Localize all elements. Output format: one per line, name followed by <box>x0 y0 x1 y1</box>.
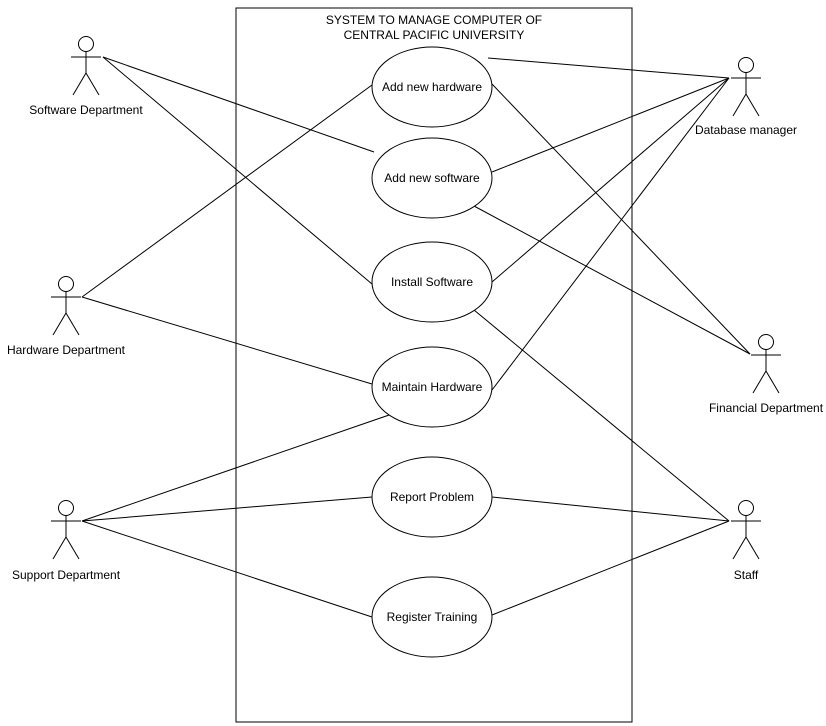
use-case-uc2[interactable]: Add new software <box>371 137 493 219</box>
association-line-a_db-uc1 <box>487 57 730 79</box>
actor-label: Database manager <box>695 123 797 137</box>
association-line-a_sw-uc3 <box>102 56 373 285</box>
association-line-a_fin-uc2 <box>473 205 751 355</box>
association-line-a_fin-uc1 <box>491 83 751 355</box>
stick-figure-icon <box>51 276 81 336</box>
actor-label: Support Department <box>12 568 121 582</box>
association-line-a_staff-uc5 <box>491 496 730 522</box>
use-case-uc3[interactable]: Install Software <box>371 241 493 323</box>
use-case-ellipse <box>371 46 493 128</box>
use-case-uc5[interactable]: Report Problem <box>371 456 493 538</box>
association-line-a_db-uc4 <box>491 77 730 391</box>
actor-support-department[interactable]: Support Department <box>12 500 121 583</box>
association-line-a_sup-uc5 <box>81 496 373 522</box>
stick-figure-icon <box>731 57 761 117</box>
actor-software-department[interactable]: Software Department <box>29 36 143 118</box>
stick-figure-icon <box>751 334 781 394</box>
actor-staff[interactable]: Staff <box>731 500 761 583</box>
actor-database-manager[interactable]: Database manager <box>695 57 797 138</box>
stick-figure-icon <box>51 500 81 560</box>
association-line-a_sw-uc2 <box>102 56 375 153</box>
use-case-label: Install Software <box>391 275 473 289</box>
use-case-ellipse <box>371 137 493 219</box>
association-line-a_hw-uc1 <box>81 84 373 298</box>
use-case-ellipse <box>371 346 493 428</box>
actor-label: Software Department <box>29 103 143 117</box>
use-case-uc4[interactable]: Maintain Hardware <box>371 346 493 428</box>
actor-label: Hardware Department <box>7 343 126 357</box>
system-title-line1: SYSTEM TO MANAGE COMPUTER OF <box>326 13 542 27</box>
association-line-a_db-uc3 <box>491 77 730 283</box>
use-case-label: Add new software <box>384 171 480 185</box>
actor-label: Financial Department <box>709 401 824 415</box>
use-case-label: Register Training <box>387 610 478 624</box>
stick-figure-icon <box>731 500 761 560</box>
system-boundary <box>235 7 633 723</box>
actor-label: Staff <box>734 568 759 582</box>
use-case-ellipse <box>371 456 493 538</box>
use-case-ellipse <box>371 241 493 323</box>
actor-financial-department[interactable]: Financial Department <box>709 334 824 416</box>
use-case-label: Add new hardware <box>382 80 482 94</box>
use-case-label: Maintain Hardware <box>382 380 483 394</box>
association-line-a_sup-uc6 <box>81 520 373 618</box>
association-line-a_hw-uc4 <box>81 296 373 385</box>
association-line-a_staff-uc6 <box>491 520 730 616</box>
association-line-a_db-uc2 <box>491 77 730 173</box>
associations <box>81 56 751 618</box>
use-case-uc1[interactable]: Add new hardware <box>371 46 493 128</box>
use-case-label: Report Problem <box>390 490 474 504</box>
use-case-ellipse <box>371 576 493 658</box>
association-line-a_staff-uc3 <box>473 309 730 522</box>
association-line-a_sup-uc4 <box>81 413 393 522</box>
actor-hardware-department[interactable]: Hardware Department <box>7 276 126 358</box>
use-case-uc6[interactable]: Register Training <box>371 576 493 658</box>
stick-figure-icon <box>71 36 101 96</box>
system-title-line2: CENTRAL PACIFIC UNIVERSITY <box>344 28 525 42</box>
